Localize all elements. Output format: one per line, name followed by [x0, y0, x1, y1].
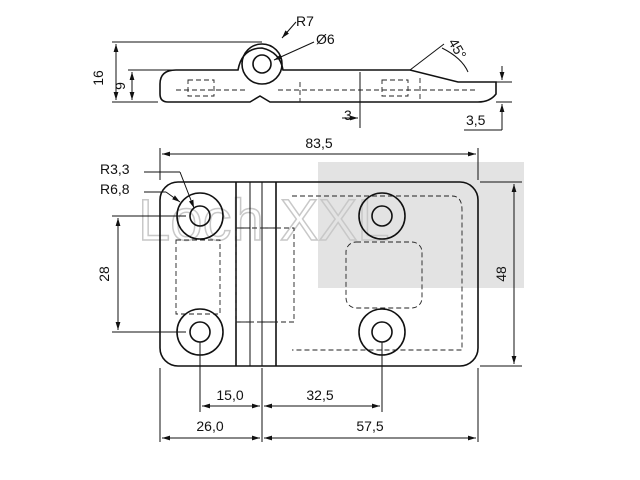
side-view: 16 9 R7 Ø6 45° 3 3,5 [90, 13, 512, 131]
bevel-angle-label: 45° [445, 36, 469, 62]
dim-overall-width-label: 48 [493, 266, 509, 282]
side-view-outline [159, 47, 497, 103]
hole-radius-label: R3,3 [100, 161, 130, 177]
dim-hole-spacing-vertical-label: 28 [96, 266, 112, 282]
knuckle-radius-label: R7 [296, 13, 314, 29]
dim-left-hole-offset-label: 15,0 [216, 387, 243, 403]
boss [358, 192, 406, 240]
dim-right-leaf-width-label: 57,5 [356, 418, 383, 434]
dim-overall-length-label: 83,5 [305, 135, 332, 151]
dim-end-thickness-label: 3,5 [466, 112, 486, 128]
pin-hole [252, 54, 272, 74]
plan-view: R3,3 R6,8 83,5 48 28 15,0 32,5 [96, 135, 522, 442]
dim-right-hole-offset-label: 32,5 [306, 387, 333, 403]
knuckle-outline [241, 43, 283, 85]
hidden-pocket [235, 227, 295, 323]
angle-arc [441, 47, 469, 73]
hidden-countersink [381, 79, 409, 97]
leader-boss-radius [165, 191, 181, 203]
hidden-pocket [175, 239, 221, 315]
watermark-block [318, 162, 524, 288]
hole [371, 321, 393, 343]
hidden-countersink [187, 79, 215, 97]
leader-knuckle-radius [281, 21, 297, 39]
dim-left-leaf-width-label: 26,0 [196, 418, 223, 434]
dim-total-height-label: 16 [90, 70, 106, 86]
hidden-pocket [292, 195, 463, 351]
dim-gap-label: 3 [344, 107, 352, 123]
leader-pin-diameter [273, 41, 315, 61]
dim-leaf-thickness-label: 9 [112, 82, 128, 90]
hole [189, 321, 211, 343]
boss-radius-label: R6,8 [100, 181, 130, 197]
plan-outline [159, 181, 479, 367]
pin-diameter-label: Ø6 [316, 31, 335, 47]
angle-leader [409, 43, 445, 71]
hidden-pocket [345, 241, 423, 309]
leader-hole-radius [179, 171, 195, 209]
hole [371, 205, 393, 227]
hole [189, 205, 211, 227]
